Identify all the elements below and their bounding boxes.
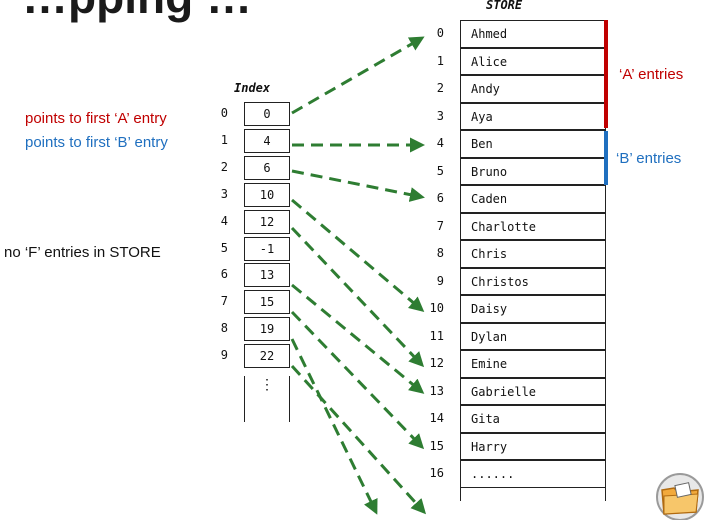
index-position: 1 — [220, 132, 228, 147]
index-cell: 10 — [244, 182, 290, 207]
index-cell: 12 — [244, 209, 290, 234]
store-position: 10 — [429, 301, 444, 315]
slide-title: …pping … — [22, 0, 252, 24]
store-position: 9 — [436, 273, 444, 288]
store-position: 12 — [429, 356, 444, 370]
store-continuation — [460, 487, 606, 501]
store-position: 6 — [436, 191, 444, 205]
store-name-cell: ...... — [460, 460, 573, 488]
index-cell: -1 — [244, 236, 290, 261]
index-position: 4 — [220, 213, 228, 228]
index-position: 8 — [220, 321, 228, 336]
index-cell: 15 — [244, 290, 290, 315]
store-name-cell: Harry — [460, 432, 573, 460]
arrow-index8-down — [290, 338, 378, 515]
store-name-cell: Christos — [460, 267, 573, 295]
store-name-cell: Gabrielle — [460, 377, 573, 405]
index-cell: 0 — [244, 102, 290, 126]
store-position: 4 — [436, 136, 444, 150]
store-position: 5 — [436, 163, 444, 178]
arrow-index3-to-store10 — [291, 198, 425, 312]
index-header: Index — [234, 81, 271, 95]
store-position: 13 — [429, 383, 444, 398]
store-position: 2 — [436, 81, 444, 95]
store-extra-cell — [572, 350, 606, 378]
store-name-cell: Andy — [460, 75, 573, 103]
store-extra-cell — [572, 432, 606, 460]
store-name-cell: Emine — [460, 350, 573, 378]
index-position: 9 — [220, 348, 228, 363]
arrow-index4-to-store12 — [290, 226, 425, 368]
arrow-index9-down — [290, 364, 427, 515]
store-name-cell: Bruno — [460, 157, 573, 185]
annotation-first-b: points to first ‘B’ entry — [25, 134, 168, 151]
index-position: 3 — [220, 186, 228, 201]
index-cell: 19 — [244, 317, 290, 342]
store-extra-cell — [572, 20, 606, 48]
index-position: 6 — [220, 267, 228, 282]
store-position: 16 — [429, 466, 444, 480]
store-position: 3 — [436, 108, 444, 123]
store-extra-cell — [572, 212, 606, 240]
index-position: 5 — [220, 240, 228, 255]
index-position: 7 — [220, 294, 228, 309]
arrow-index6-to-store13 — [291, 283, 425, 394]
store-name-cell: Alice — [460, 47, 573, 75]
store-name-cell: Dylan — [460, 322, 573, 350]
store-position: 8 — [436, 246, 444, 260]
index-cell: 22 — [244, 344, 290, 369]
store-position: 0 — [436, 26, 444, 40]
folder-logo-icon — [656, 473, 704, 520]
store-extra-cell — [572, 240, 606, 268]
store-extra-cell — [572, 267, 606, 295]
store-position: 11 — [429, 328, 444, 343]
annotation-first-a: points to first ‘A’ entry — [25, 110, 167, 127]
index-position: 0 — [220, 106, 228, 120]
arrow-index7-to-store15 — [290, 310, 425, 450]
store-name-cell: Caden — [460, 185, 573, 213]
store-position: 7 — [436, 218, 444, 233]
vertical-ellipsis: ⋮ — [260, 376, 274, 392]
store-name-cell: Gita — [460, 405, 573, 433]
index-position: 2 — [220, 159, 228, 174]
store-name-cell: Daisy — [460, 295, 573, 323]
b-entries-label: ‘B’ entries — [616, 150, 682, 167]
store-position: 1 — [436, 53, 444, 68]
store-position: 14 — [429, 411, 444, 425]
arrow-index0-to-store0 — [291, 36, 425, 115]
store-name-cell: Aya — [460, 102, 573, 130]
annotation-no-f: no ‘F’ entries in STORE — [4, 244, 161, 261]
store-extra-cell — [572, 377, 606, 405]
a-entries-label: ‘A’ entries — [619, 66, 684, 83]
store-extra-cell — [572, 322, 606, 350]
store-extra-cell — [572, 185, 606, 213]
store-extra-cell — [572, 295, 606, 323]
store-position: 15 — [429, 438, 444, 453]
index-cell: 13 — [244, 263, 290, 288]
store-name-cell: Chris — [460, 240, 573, 268]
index-continuation: ⋮ — [244, 376, 290, 422]
store-name-cell: Ben — [460, 130, 573, 158]
index-cell: 4 — [244, 128, 290, 153]
store-name-cell: Ahmed — [460, 20, 573, 48]
store-header: STORE — [486, 0, 523, 12]
b-entries-bar — [604, 131, 608, 185]
store-extra-cell — [572, 130, 606, 158]
store-extra-cell — [572, 157, 606, 185]
store-extra-cell — [572, 460, 606, 488]
index-cell: 6 — [244, 155, 290, 180]
store-extra-cell — [572, 405, 606, 433]
arrow-index2-to-store6 — [291, 169, 425, 203]
a-entries-bar — [604, 20, 608, 128]
